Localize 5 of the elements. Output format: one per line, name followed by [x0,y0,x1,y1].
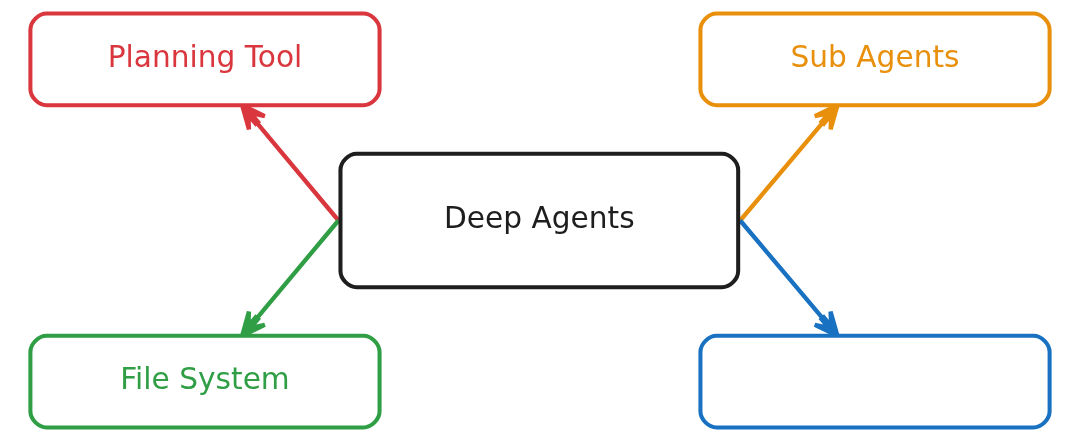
node-box: Planning Tool [28,11,382,108]
node-box [698,333,1052,430]
node-box: Deep Agents [338,151,741,290]
node-box: File System [28,333,382,430]
node-box: Sub Agents [698,11,1052,108]
